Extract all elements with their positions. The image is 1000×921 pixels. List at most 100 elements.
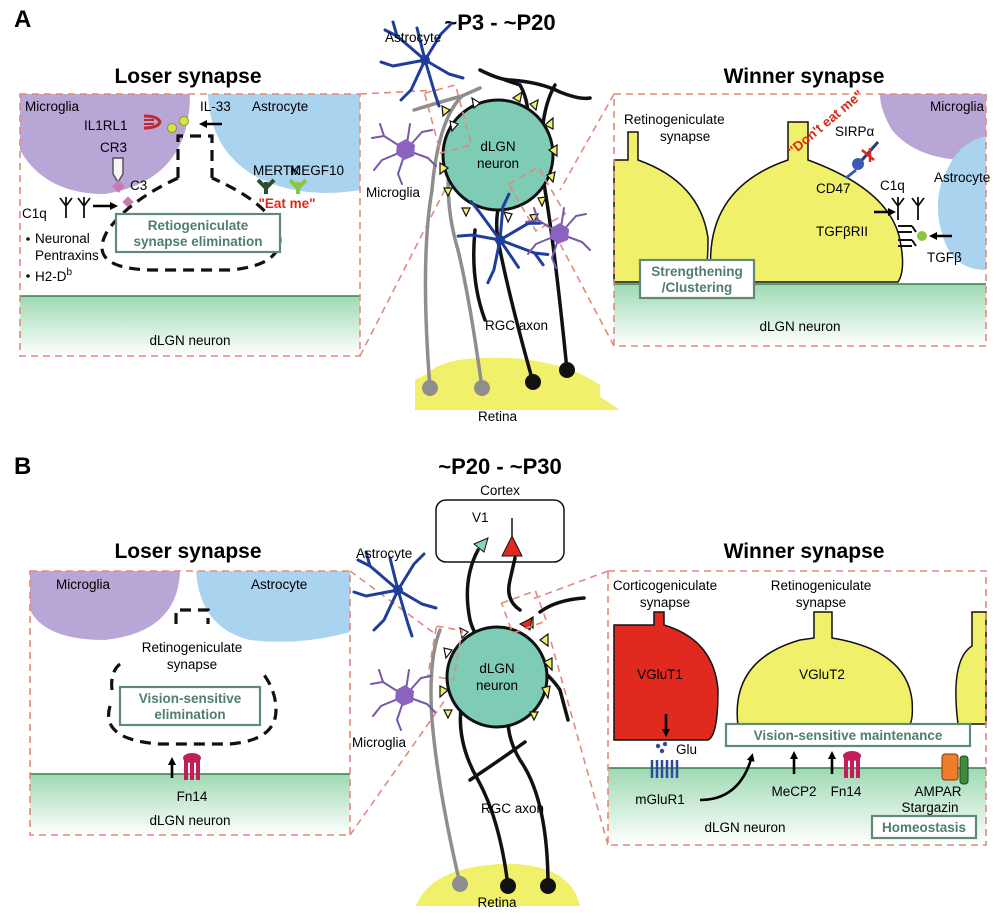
b-loser-box-line2: elimination <box>154 707 225 722</box>
maintenance-label: Vision-sensitive maintenance <box>754 728 943 743</box>
a-loser-synapse-neck <box>176 134 214 178</box>
cd47-sirpa-icon <box>845 141 880 180</box>
il33-ligand-icon <box>167 116 189 133</box>
mecp2-label: MeCP2 <box>771 784 816 799</box>
a-neuron-label-2: neuron <box>477 156 519 171</box>
a-loser-box-line1: Retiogeniculate <box>148 218 249 233</box>
cortex-label: Cortex <box>480 483 520 498</box>
b-center-schematic <box>352 499 586 906</box>
b-loser-dlgn-neuron <box>30 774 350 835</box>
tgfbrii-label: TGFβRII <box>816 224 868 239</box>
a-center-microglia-label: Microglia <box>366 185 421 200</box>
b-loser-fn14-label: Fn14 <box>177 789 208 804</box>
b-loser-synapse-label-1: Retinogeniculate <box>142 640 243 655</box>
a-retina-shape <box>415 359 600 410</box>
il33-label: IL-33 <box>200 99 231 114</box>
b-neuron-label-1: dLGN <box>479 661 514 676</box>
b-zoom-connectors <box>349 570 609 846</box>
b-retina-label: Retina <box>477 895 517 910</box>
b-loser-elimination-box <box>118 685 262 727</box>
cortico-synapse-label-1: Corticogeniculate <box>613 578 717 593</box>
b-neuron-label-2: neuron <box>476 678 518 693</box>
homeostasis-label: Homeostasis <box>882 820 966 835</box>
a-loser-dlgn-neuron <box>20 296 360 356</box>
a-dlgn-neuron-body <box>441 98 555 212</box>
a-neuron-label-1: dLGN <box>480 139 515 154</box>
a-loser-title: Loser synapse <box>114 65 261 88</box>
a-winner-c1q-icon <box>891 197 925 220</box>
neuronal-pentraxins-label-2: Pentraxins <box>35 248 99 263</box>
b-loser-fn14-icon <box>183 753 201 780</box>
homeostasis-box <box>870 814 978 840</box>
megf10-receptor-icon <box>288 178 308 194</box>
b-retino-synapse-label-1: Retinogeniculate <box>771 578 872 593</box>
glu-dots-icon <box>655 741 668 754</box>
c3-fragment-icon <box>112 180 125 193</box>
a-rgc-axon-label: RGC axon <box>485 318 548 333</box>
panel-a-letter: A <box>14 6 31 33</box>
a-winner-c1q-label: C1q <box>880 178 905 193</box>
a-loser-box-line2: synapse elimination <box>133 234 262 249</box>
b-winner-fn14-label: Fn14 <box>831 784 862 799</box>
mglur1-label: mGluR1 <box>635 792 685 807</box>
corticogeniculate-synapse-shape <box>613 611 719 741</box>
eat-me-label: "Eat me" <box>258 196 315 211</box>
a-winner-panel <box>613 93 987 347</box>
ampar-stargazin-icon <box>941 753 969 785</box>
tgfb-ligand-icon <box>917 231 927 241</box>
panel-a-age-title: ~P3 - ~P20 <box>444 10 555 35</box>
mertk-receptor-icon <box>256 178 276 194</box>
sirpa-label: SIRPα <box>835 124 875 139</box>
mertk-label: MERTK <box>253 163 300 178</box>
a-retina-label: Retina <box>478 409 518 424</box>
a-winner-title: Winner synapse <box>724 65 885 88</box>
b-retinogeniculate-synapse-shape <box>736 611 914 729</box>
b-winner-neuron-label: dLGN neuron <box>704 820 785 835</box>
mglur1-maintenance-arrow <box>699 753 755 802</box>
b-loser-synapse-outline <box>107 662 278 746</box>
a-center-astrocyte-label: Astrocyte <box>385 30 441 45</box>
cr3-label: CR3 <box>100 140 127 155</box>
a-winner-synapse-right <box>709 121 904 283</box>
a-winner-synapse-label-2: synapse <box>660 129 710 144</box>
a-center-schematic <box>371 20 620 410</box>
vglut1-label: VGluT1 <box>637 667 683 682</box>
panel-b-letter: B <box>14 453 31 480</box>
il1rl1-receptor-icon <box>143 114 162 130</box>
b-loser-synapse-neck <box>174 608 210 624</box>
a-loser-elimination-box <box>114 212 282 254</box>
a-loser-c1q-label: C1q <box>22 206 47 221</box>
glu-label: Glu <box>676 742 697 757</box>
a-winner-strengthening-box <box>638 258 756 300</box>
ampar-label: AMPAR <box>914 784 961 799</box>
b-loser-astrocyte-label: Astrocyte <box>251 577 307 592</box>
b-dlgn-neuron-body <box>445 625 549 729</box>
b-center-astrocyte-label: Astrocyte <box>356 546 412 561</box>
vision-sensitive-maintenance-box <box>724 722 972 748</box>
b-loser-microglia-label: Microglia <box>56 577 111 592</box>
a-loser-astrocyte-shape <box>208 94 360 193</box>
b-retino-synapse-label-2: synapse <box>796 595 846 610</box>
a-winner-neuron-label: dLGN neuron <box>759 319 840 334</box>
megf10-label: MEGF10 <box>290 163 344 178</box>
a-winner-box-line1: Strengthening <box>651 264 743 279</box>
a-zoom-connectors <box>359 89 615 357</box>
neuronal-pentraxins-label-1: Neuronal <box>35 231 90 246</box>
cortico-synapse-label-2: synapse <box>640 595 690 610</box>
a-loser-microglia-label: Microglia <box>25 99 80 114</box>
cr3-receptor-icon <box>112 157 124 184</box>
cortex-box <box>435 499 565 563</box>
v1-neuron-red <box>501 534 523 557</box>
mglur1-receptor-icon <box>650 760 679 778</box>
b-center-microglia-label: Microglia <box>352 735 407 750</box>
b-loser-synapse-label-2: synapse <box>167 657 217 672</box>
b-loser-box-line1: Vision-sensitive <box>139 691 242 706</box>
b-rgc-axon-label: RGC axon <box>481 801 544 816</box>
stargazin-label: Stargazin <box>901 800 958 815</box>
a-winner-microglia-label: Microglia <box>930 99 985 114</box>
b-loser-neuron-label: dLGN neuron <box>149 813 230 828</box>
cd47-label: CD47 <box>816 181 851 196</box>
panel-b-age-title: ~P20 - ~P30 <box>438 454 562 479</box>
b-winner-fn14-icon <box>843 751 861 778</box>
v1-label: V1 <box>472 510 489 525</box>
